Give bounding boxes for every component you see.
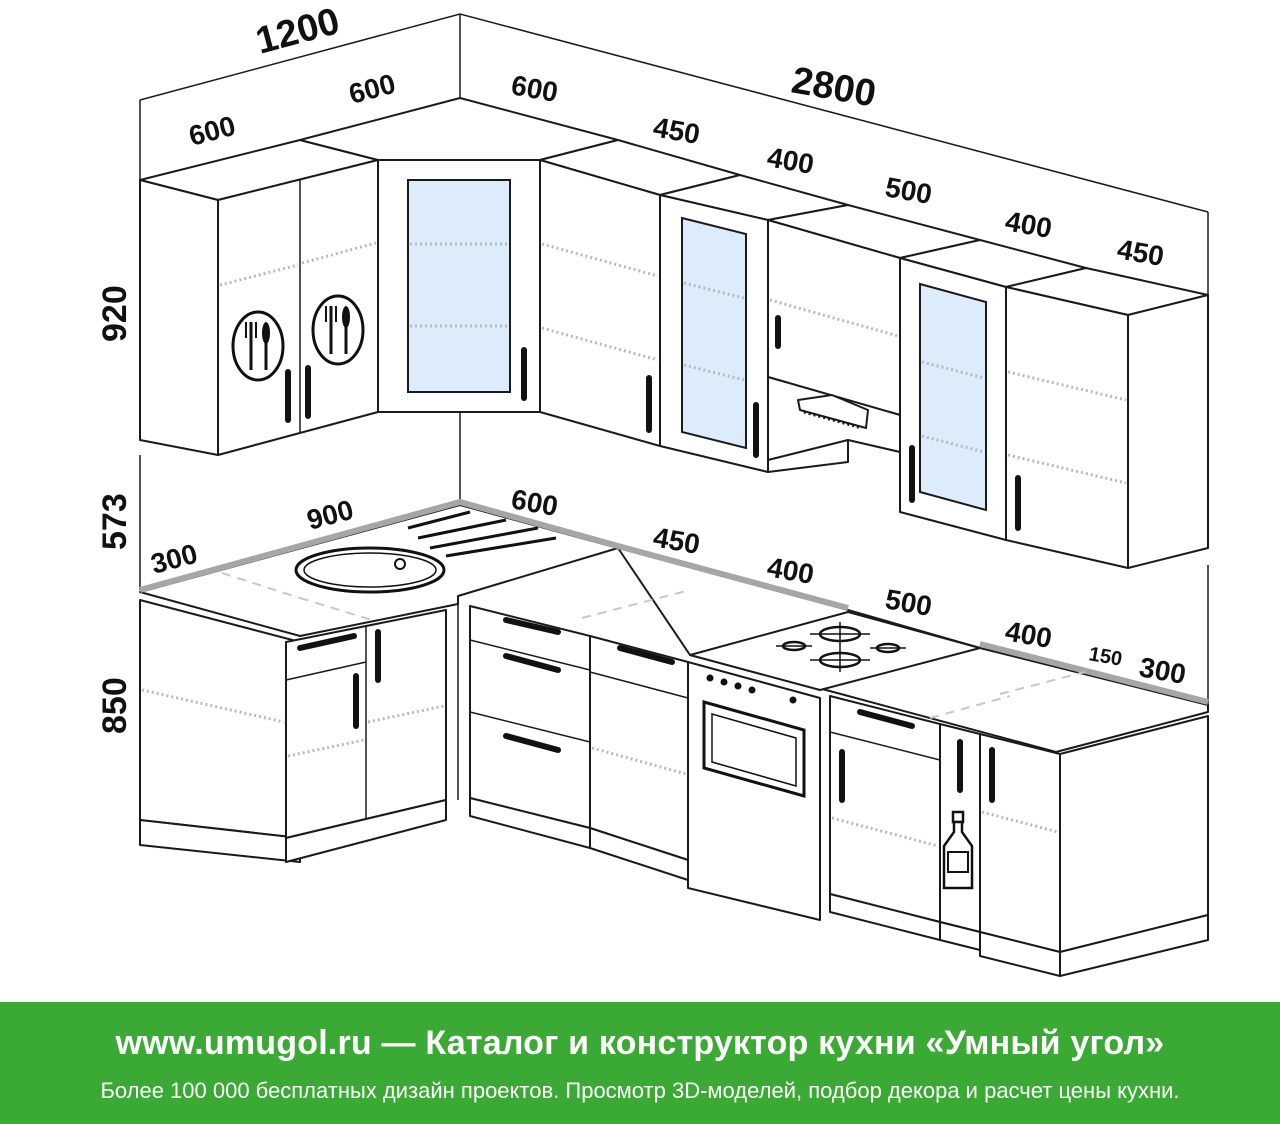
cutlery-icon <box>231 310 285 382</box>
dim-base-back-5: 400 <box>1003 615 1054 654</box>
upper-left-cabinet <box>139 139 379 456</box>
base-left-cabinet <box>139 599 459 863</box>
dim-base-height: 850 <box>96 677 134 734</box>
dim-gap-height: 573 <box>96 493 134 550</box>
countertop <box>139 498 1209 753</box>
dim-upper-back-4: 500 <box>883 171 934 210</box>
base-end-cabinet <box>979 715 1209 977</box>
dim-upper-left-1: 600 <box>186 110 239 152</box>
base-back-bottle-rack <box>939 723 981 951</box>
footer-banner: www.umugol.ru — Каталог и конструктор ку… <box>0 1002 1280 1124</box>
dim-upper-back-3: 400 <box>765 141 816 180</box>
base-back-cabinet-2 <box>589 635 689 881</box>
kitchen-layout-diagram: 1200 2800 600 600 600 450 400 500 400 45… <box>96 0 1209 977</box>
range-hood-icon <box>767 376 901 473</box>
dim-upper-left-total: 1200 <box>251 0 344 62</box>
wall-outline <box>139 13 1209 705</box>
dim-base-back-6: 150 <box>1087 643 1124 670</box>
base-back-drawers <box>469 605 591 849</box>
upper-corner-cabinet <box>299 97 619 413</box>
base-cabinets <box>139 599 1209 977</box>
banner-title[interactable]: www.umugol.ru — Каталог и конструктор ку… <box>115 1024 1165 1062</box>
dim-base-back-4: 500 <box>883 583 934 622</box>
dim-upper-back-2: 450 <box>651 111 702 150</box>
dim-upper-back-1: 600 <box>509 69 560 108</box>
dim-upper-back-total: 2800 <box>788 60 879 116</box>
dim-base-left-2: 900 <box>304 494 357 536</box>
cooktop-icon <box>689 611 981 691</box>
banner-subtitle: Более 100 000 бесплатных дизайн проектов… <box>100 1078 1180 1103</box>
upper-back-cabinet-5 <box>1005 267 1209 569</box>
upper-back-cabinet-4 <box>899 239 1087 541</box>
dim-upper-back-5: 400 <box>1003 205 1054 244</box>
sink-icon <box>294 510 557 594</box>
base-back-cabinet-4 <box>829 695 941 941</box>
cutlery-icon <box>311 294 365 366</box>
upper-back-cabinet-2 <box>659 174 849 473</box>
dim-upper-left-2: 600 <box>346 68 399 110</box>
dim-base-back-3: 400 <box>765 551 816 590</box>
upper-cabinets <box>139 97 1209 569</box>
dim-upper-back-6: 450 <box>1115 233 1166 272</box>
bottle-icon <box>942 810 974 890</box>
oven-icon <box>687 661 821 921</box>
dim-upper-height: 920 <box>96 285 134 342</box>
